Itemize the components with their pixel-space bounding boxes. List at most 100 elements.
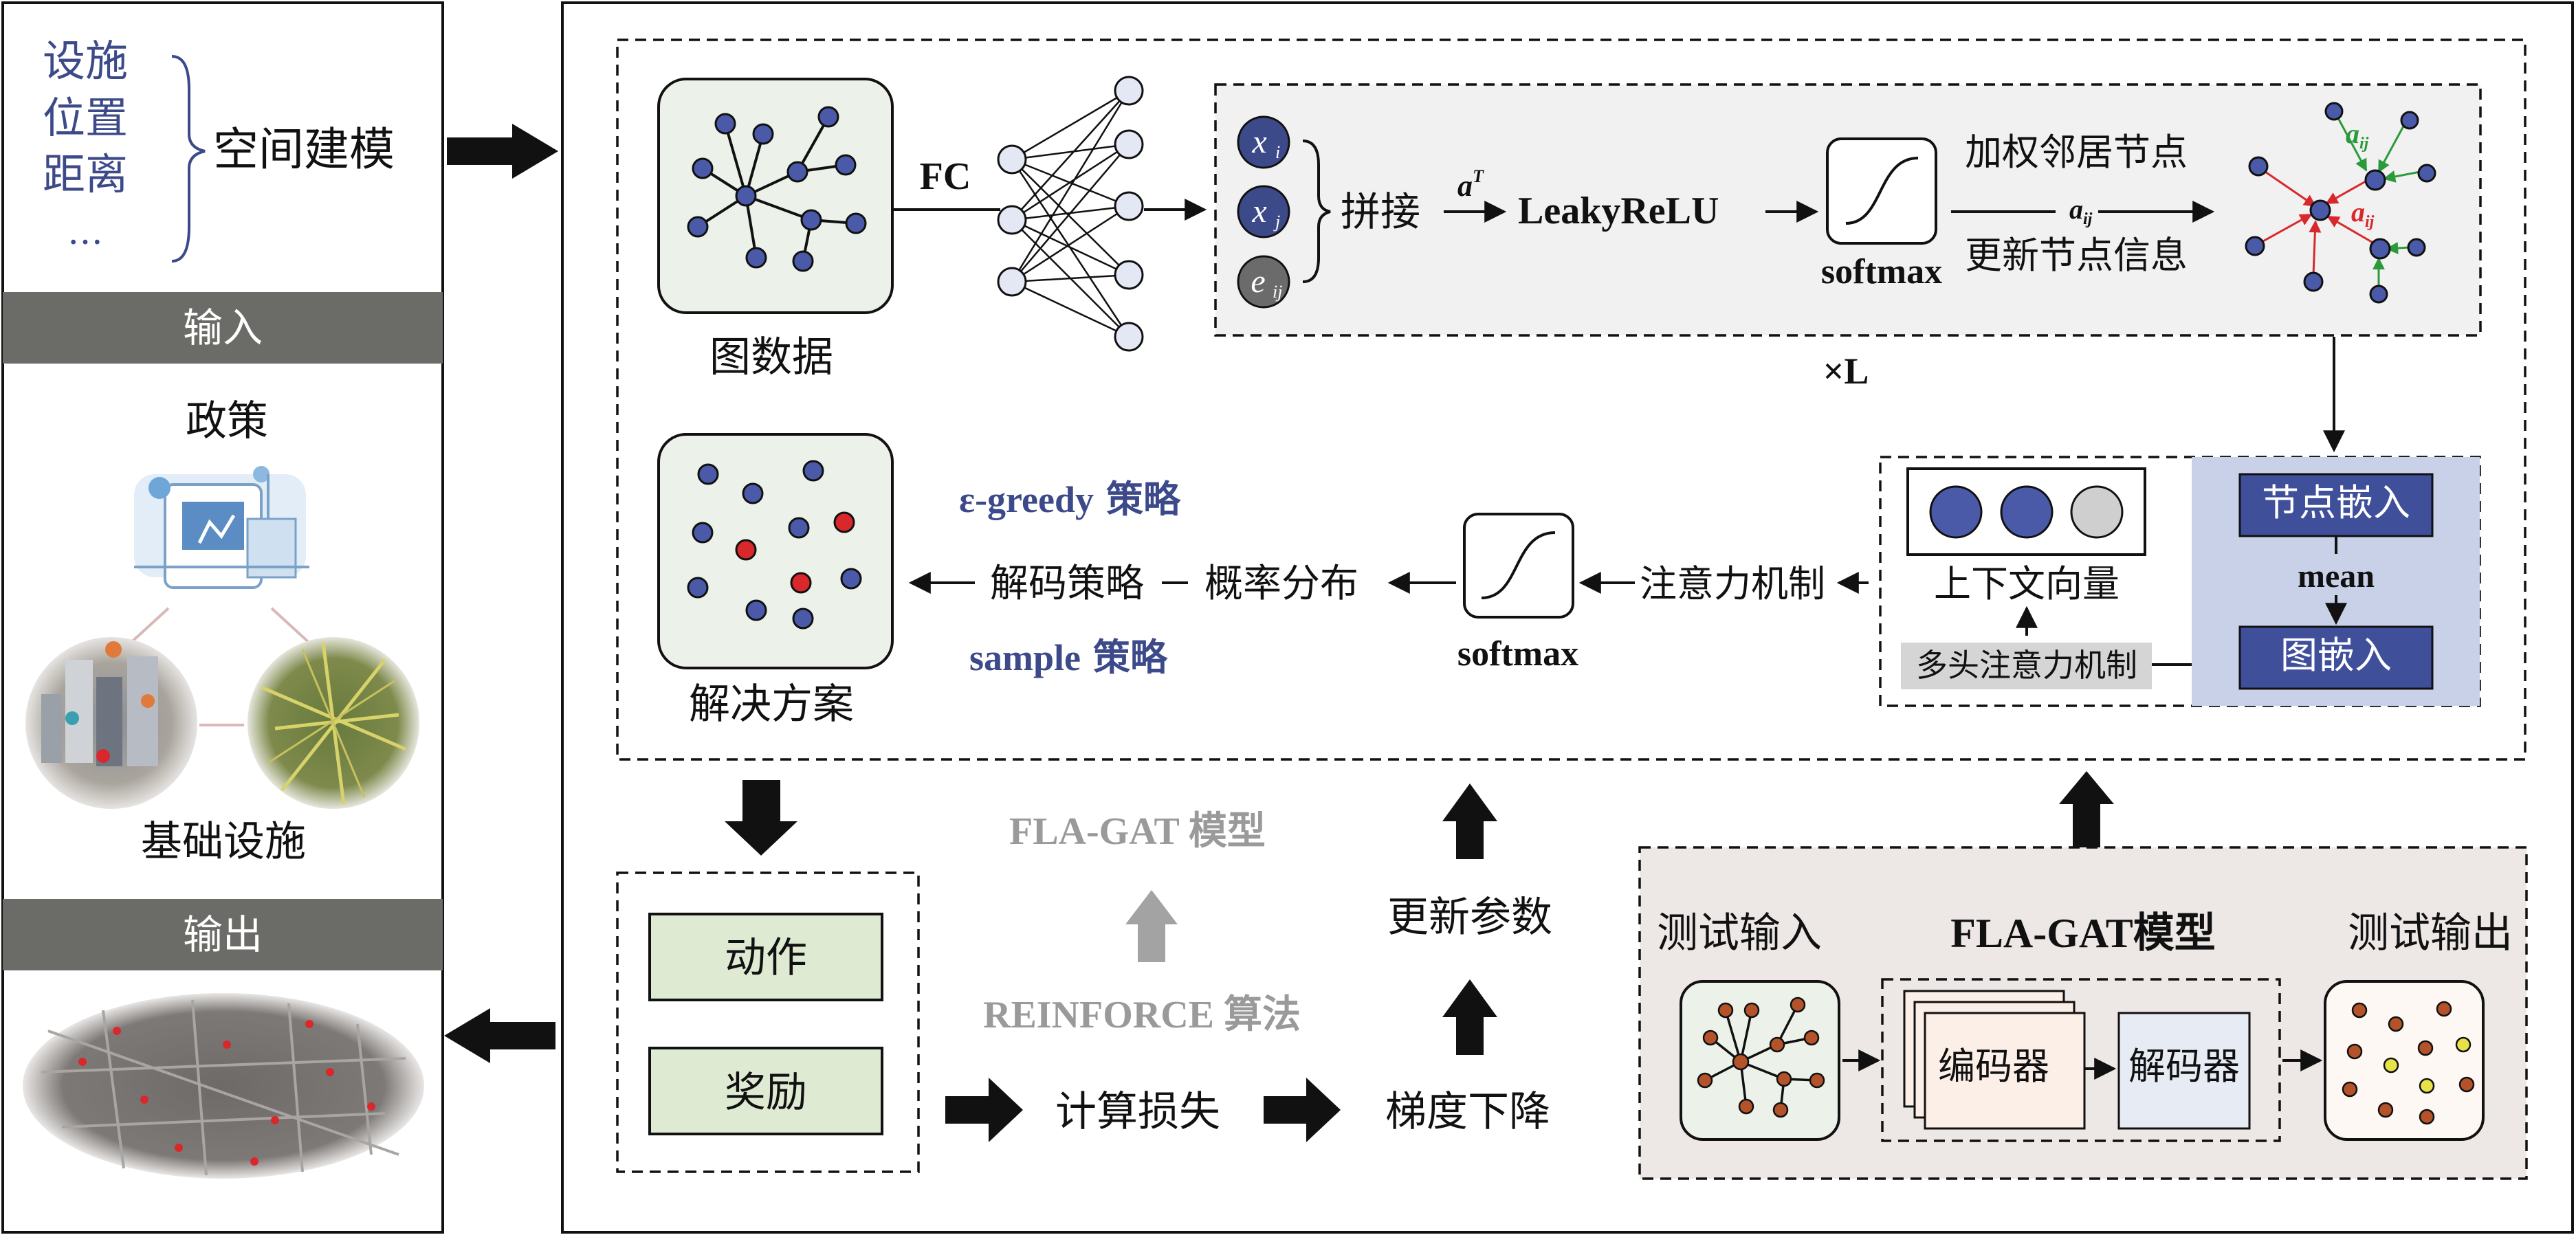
- test-input-label: 测试输入: [1657, 909, 1822, 957]
- policy-label: 政策: [186, 397, 268, 445]
- aij-label: aij: [2069, 194, 2093, 228]
- aerial-map-illustration: [247, 637, 419, 809]
- down-to-training-arrow: [725, 780, 797, 856]
- concat-brace: [1302, 140, 1331, 283]
- graph-data-box: [657, 78, 894, 314]
- fc-network-nodes: [997, 76, 1144, 352]
- decoder-box: [2117, 1012, 2251, 1130]
- reward-box: [648, 1047, 883, 1135]
- test-output-label: 测试输出: [2348, 909, 2513, 957]
- action-reward-frame: [616, 871, 920, 1173]
- feature-ellipsis: …: [67, 212, 103, 253]
- update-node-info-label: 更新节点信息: [1965, 234, 2188, 277]
- feature-distance: 距离: [43, 149, 128, 199]
- output-header: [3, 899, 443, 970]
- feature-location: 位置: [43, 93, 128, 143]
- svg-text:x: x: [1251, 193, 1266, 230]
- policy-link-right: [270, 607, 314, 647]
- graph-embedding-box: [2238, 625, 2434, 690]
- graph-data-label: 图数据: [709, 333, 833, 381]
- policy-link-left: [126, 607, 170, 647]
- graph-data-points: [687, 106, 867, 272]
- attention-neighbor-graph: aij aij: [2245, 102, 2436, 304]
- arrow-to-output: [444, 1008, 555, 1063]
- input-header: [3, 292, 443, 364]
- times-l-label: ×L: [1823, 351, 1869, 392]
- action-label: 动作: [725, 934, 807, 982]
- reward-label: 奖励: [725, 1069, 807, 1117]
- compute-loss-label: 计算损失: [1055, 1088, 1220, 1136]
- gradient-descent-label: 梯度下降: [1385, 1088, 1550, 1136]
- svg-text:ij: ij: [1273, 282, 1282, 302]
- attention-label: 注意力机制: [1640, 562, 1825, 605]
- spatial-modeling-label: 空间建模: [213, 123, 395, 176]
- decoder-label: 解码器: [2128, 1045, 2240, 1088]
- model-frame: [616, 38, 2527, 761]
- arrow-to-framework: [447, 124, 558, 179]
- policy-illustration: [134, 466, 309, 589]
- reinforce-label: REINFORCE 算法: [983, 994, 1301, 1036]
- input-header-label: 输入: [183, 304, 263, 351]
- fc-label: FC: [920, 155, 971, 198]
- feature-node-xi: x i: [1237, 115, 1290, 169]
- node-embedding-label: 节点嵌入: [2262, 481, 2410, 524]
- bidir-arrow-shaft: [2073, 821, 2100, 845]
- feature-node-eij: e ij: [1237, 255, 1290, 309]
- context-node-1: [1929, 485, 1983, 539]
- concat-label: 拼接: [1341, 188, 1420, 235]
- node-embedding-box: [2238, 473, 2434, 537]
- sigmoid-curve-middle: [1481, 531, 1556, 599]
- context-vector-label: 上下文向量: [1934, 562, 2120, 605]
- softmax-label-middle: softmax: [1457, 634, 1578, 674]
- multihead-label: 多头注意力机制: [1916, 647, 2137, 684]
- feature-node-xj: x j: [1237, 185, 1290, 238]
- leaky-relu-label: LeakyReLU: [1518, 190, 1719, 232]
- multihead-box: [1901, 643, 2152, 689]
- bidir-arrow-up: [2059, 771, 2114, 821]
- test-input-nodes: [1697, 997, 1825, 1118]
- city-illustration: [25, 637, 197, 809]
- solution-label: 解决方案: [689, 680, 854, 728]
- solution-box: [657, 433, 894, 669]
- svg-text:j: j: [1273, 212, 1280, 232]
- svg-text:aij: aij: [2346, 118, 2369, 153]
- action-box: [648, 913, 883, 1001]
- prob-dist-label: 概率分布: [1204, 561, 1358, 606]
- to-gradient-arrow: [1264, 1078, 1341, 1142]
- softmax-box-middle: [1463, 513, 1574, 619]
- test-input-box: [1680, 980, 1840, 1141]
- a-transpose: aT: [1457, 166, 1484, 203]
- left-brace: [171, 55, 206, 263]
- softmax-label-top: softmax: [1821, 252, 1942, 291]
- model-pipeline-frame: [1881, 978, 2281, 1142]
- svg-text:i: i: [1275, 142, 1280, 162]
- fc-network-edges: [1011, 89, 1130, 338]
- infrastructure-label: 基础设施: [141, 818, 306, 866]
- to-loss-arrow: [945, 1078, 1023, 1142]
- mean-label: mean: [2298, 558, 2375, 594]
- output-map-illustration: [23, 993, 424, 1179]
- test-output-box: [2324, 980, 2485, 1141]
- fla-gat-model-title: FLA-GAT模型: [1950, 911, 2216, 956]
- solution-points: [687, 460, 862, 630]
- update-params-label: 更新参数: [1387, 893, 1552, 942]
- gradient-up-arrow: [1442, 979, 1497, 1055]
- test-output-nodes: [2342, 1001, 2475, 1125]
- graph-embedding-label: 图嵌入: [2280, 634, 2392, 677]
- decode-strategy-label: 解码策略: [990, 561, 1144, 606]
- update-up-arrow: [1442, 783, 1497, 859]
- weighted-neighbors-label: 加权邻居节点: [1965, 131, 2188, 174]
- feature-facility: 设施: [43, 36, 128, 86]
- context-node-3: [2070, 485, 2124, 539]
- encoder-label: 编码器: [1938, 1045, 2049, 1088]
- output-header-label: 输出: [183, 911, 263, 958]
- fla-gat-model-label: FLA-GAT 模型: [1009, 810, 1266, 853]
- context-node-2: [2000, 485, 2054, 539]
- reinforce-up-arrow: [1125, 890, 1178, 962]
- svg-text:x: x: [1251, 124, 1266, 160]
- svg-text:e: e: [1251, 263, 1265, 300]
- aij-mask: [2056, 192, 2098, 228]
- encoder-box: [1924, 1012, 2086, 1130]
- svg-text:aij: aij: [2351, 197, 2375, 231]
